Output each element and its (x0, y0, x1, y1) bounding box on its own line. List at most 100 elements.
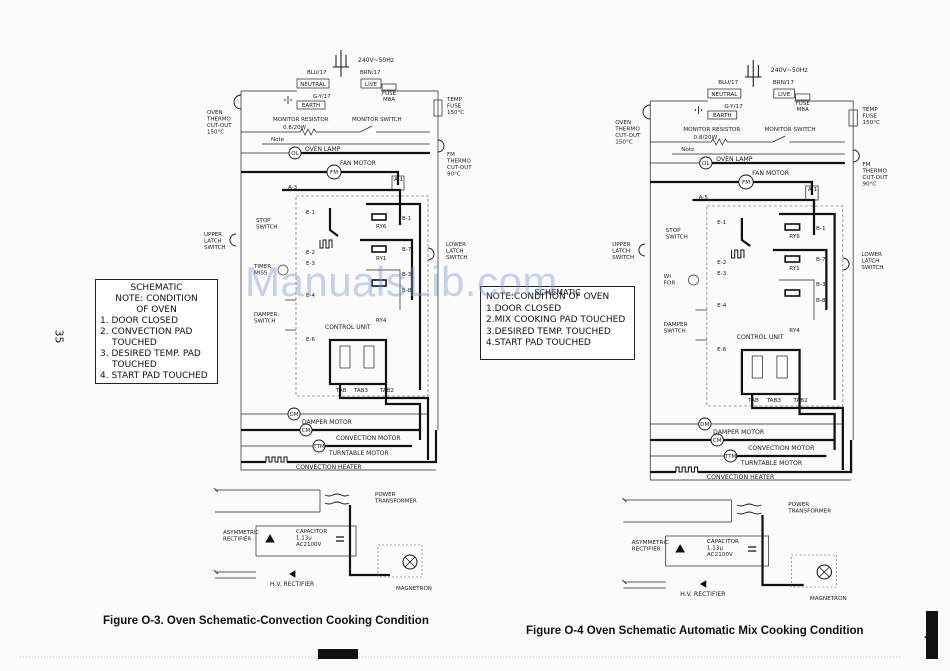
note-left-line-2: 1. DOOR CLOSED (100, 316, 179, 326)
monitor-resistor-label: MONITOR RESISTOR (683, 127, 740, 133)
temp-fuse-icon (848, 109, 858, 127)
magnetron-label: MAGNETRON (396, 586, 432, 592)
transformer-icon (324, 493, 350, 505)
note-right-line-1: 1.DOOR CLOSED (486, 303, 562, 314)
wire-heater (287, 430, 438, 464)
contact-b1: B-1 (402, 216, 411, 222)
live-label: LIVE (778, 92, 791, 98)
fan-motor-icon-symbol: FM (330, 170, 338, 176)
magnetron-frame (791, 554, 837, 588)
asymmetric-rectifier-icon (675, 544, 686, 553)
damper-switch-label-1: SWITCH (254, 319, 276, 325)
oven-thermo-label-0: OVEN (207, 110, 223, 116)
note-left-line-3: 2. CONVECTION PAD (100, 327, 193, 337)
contact-b7: B-7 (816, 257, 826, 263)
asymmetric-rectifier-label-1: RECTIFIER (632, 547, 661, 553)
oven-lamp-icon-symbol: OL (291, 151, 299, 157)
convection-heater-label: CONVECTION HEATER (707, 474, 775, 481)
timer-icon (277, 264, 289, 276)
binding-tab-right (926, 611, 938, 659)
lower-latch-label-0: LOWER (861, 252, 882, 258)
upper-latch-label-0: UPPER (204, 232, 222, 238)
convection-heater-icon (265, 456, 288, 463)
note-label: Note (271, 137, 285, 143)
timer-label-1: FOR (664, 281, 676, 287)
fm-thermo-label-3: 90°C (862, 182, 876, 188)
damper-motor-icon-symbol: DM (290, 412, 299, 418)
lower-latch-icon (842, 257, 850, 271)
control-relay-box (740, 348, 801, 396)
damper-switch-label-1: SWITCH (664, 329, 686, 335)
wire-tab2 (384, 384, 422, 440)
contact-e6: E-6 (717, 347, 727, 353)
upper-latch-icon (229, 233, 237, 247)
watermark: ManualsLib.com (245, 258, 558, 305)
asymmetric-rectifier-icon (265, 534, 275, 543)
contact-e2: E-2 (306, 250, 315, 256)
fuse-icon (795, 93, 811, 101)
wire-break-marks (622, 497, 627, 585)
live-wire-code: BRN/17 (773, 80, 795, 86)
fm-thermo-label-2: CUT-OUT (862, 175, 888, 181)
control-unit-frame (706, 205, 844, 407)
frame-left (240, 91, 436, 471)
fm-thermo-label-1: THERMO (446, 159, 472, 165)
damper-motor-label: DAMPER MOTOR (302, 419, 352, 426)
earth-label: EARTH (302, 103, 320, 109)
hv-rectifier-icon (699, 580, 707, 588)
neutral-label: NEUTRAL (300, 82, 326, 88)
monitor-switch-label: MONITOR SWITCH (765, 127, 816, 133)
wire-b3 (366, 269, 401, 310)
relay-ry1-label: RY1 (376, 256, 386, 262)
wire-b1 (366, 202, 422, 390)
upper-latch-label-1: LATCH (204, 239, 222, 245)
note-left-line-4: TOUCHED (112, 338, 157, 348)
plug-icon (333, 50, 349, 77)
wire-hv-secondary (761, 515, 804, 587)
wire-hv-secondary (348, 505, 390, 577)
oven-thermo-icon (642, 104, 651, 120)
capacitor-label-1: 1.13μ (296, 536, 312, 542)
supply-voltage: 240V~50Hz (358, 57, 394, 64)
magnetron-label: MAGNETRON (810, 596, 847, 602)
note-left-line-6: TOUCHED (112, 360, 157, 370)
oven-thermo-label-3: 150°C (615, 140, 633, 146)
power-transformer-label-0: POWER (788, 502, 809, 508)
temp-fuse-label-1: FUSE (862, 114, 877, 120)
relay-rc1 (751, 355, 763, 379)
transformer-icon (736, 503, 762, 515)
capacitor-icon (336, 536, 344, 542)
contact-b3: B-3 (816, 282, 826, 288)
neutral-box (707, 88, 742, 99)
temp-fuse-icon (433, 99, 443, 117)
capacitor-label-0: CAPACITOR (707, 539, 739, 545)
power-transformer-label-0: POWER (375, 492, 396, 498)
relay-ry4-label: RY4 (789, 328, 800, 334)
temp-fuse-label-0: TEMP (861, 107, 878, 113)
earth-label: EARTH (713, 113, 732, 119)
upper-latch-label-2: SWITCH (612, 255, 634, 261)
temp-fuse-label-2: 150°C (447, 110, 464, 116)
note-right-line-2: 2.MIX COOKING PAD TOUCHED (486, 315, 626, 325)
frame-right (794, 100, 854, 440)
live-box (360, 78, 382, 89)
relay-rc1 (339, 345, 351, 369)
contact-a3: A-5 (699, 195, 709, 201)
relay-rc2 (776, 355, 788, 379)
upper-latch-label-1: LATCH (612, 249, 630, 255)
neutral-box (296, 78, 330, 89)
power-transformer-label-1: TRANSFORMER (374, 499, 417, 505)
wire-tab (338, 384, 430, 460)
capacitor-label-0: CAPACITOR (296, 529, 327, 535)
damper-motor-icon-symbol: DM (700, 422, 709, 428)
figure-caption-right: Figure O-4 Oven Schematic Automatic Mix … (526, 625, 864, 637)
binding-tab-bottom (318, 649, 358, 659)
hv-capacitor-box (255, 525, 357, 557)
fan-motor-label: FAN MOTOR (752, 170, 790, 177)
oven-thermo-label-2: CUT-OUT (615, 133, 641, 139)
ground-icon (695, 106, 703, 114)
relay-ry4 (371, 279, 387, 287)
contact-b8: B-8 (402, 288, 412, 294)
